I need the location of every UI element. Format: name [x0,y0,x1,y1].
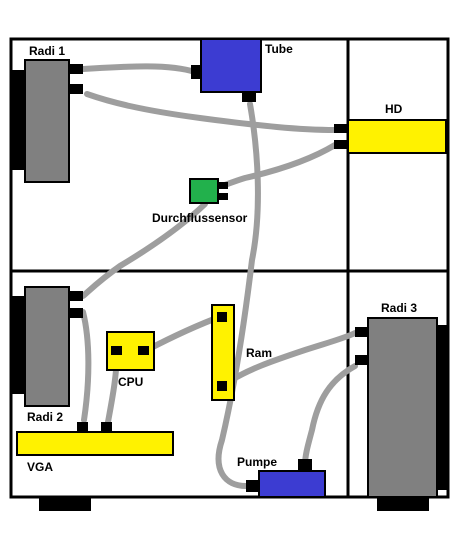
tube-sensor-to-radi2 [80,201,208,299]
tube-ram-to-radi3 [221,330,358,388]
label-radi-2: Radi 2 [27,410,63,424]
label-durchflusssensor: Durchflussensor [152,211,248,225]
vga-block [16,422,174,456]
label-vga: VGA [27,460,53,474]
case-foot-left [39,497,91,511]
radiator-3 [355,317,448,498]
label-pumpe: Pumpe [237,455,277,469]
flow-sensor [189,178,228,204]
hard-drive [334,119,447,154]
cpu-block [106,331,155,371]
tube-cpu-to-ram [144,313,225,353]
tube-reservoir-to-pump [215,101,261,489]
tube-hd-to-sensor [219,142,338,189]
label-cpu: CPU [118,375,143,389]
case-foot-right [377,497,429,511]
pump [246,459,326,498]
tube-radi1-to-reservoir [80,63,198,75]
tube-radi3-to-pump [302,363,358,468]
label-tube: Tube [265,42,293,56]
radiator-1 [11,59,83,183]
reservoir-tube [191,38,262,102]
tube-radi2-to-vga [80,309,92,423]
label-hd: HD [385,102,403,116]
label-radi-3: Radi 3 [381,301,417,315]
radiator-2 [11,286,83,407]
tubing [80,63,358,489]
ram-block [211,304,235,401]
label-radi-1: Radi 1 [29,44,65,58]
tube-radi1-to-hd [84,91,338,133]
label-ram: Ram [246,346,272,360]
